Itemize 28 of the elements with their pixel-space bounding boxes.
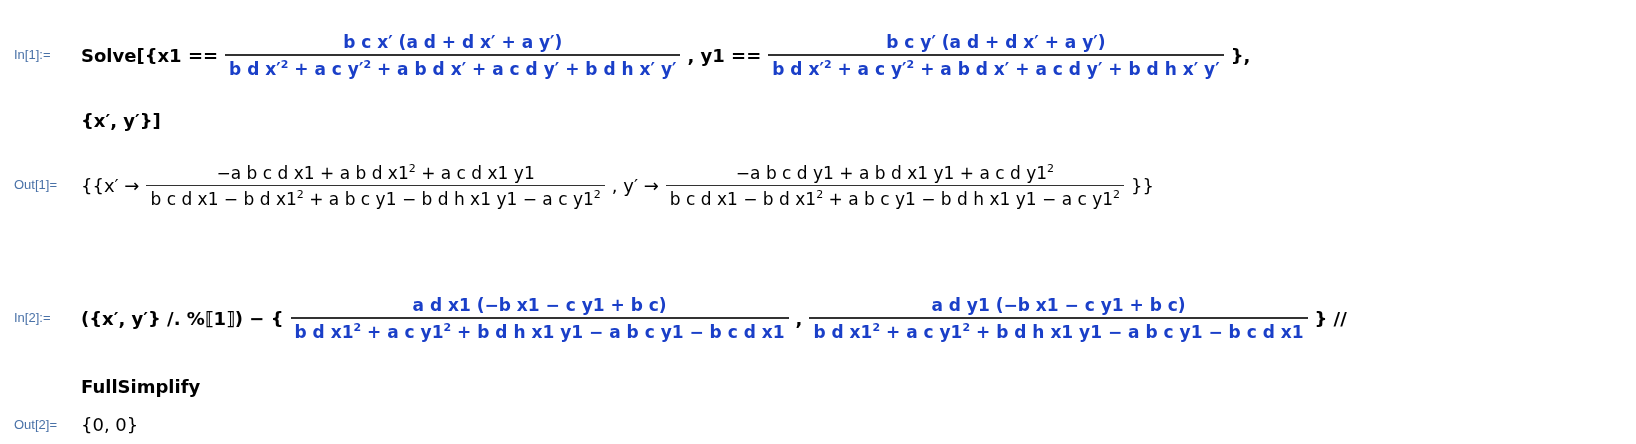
denominator-text: b c d x1 − b d x1$^{2}$ + a b c y1 − b d h x1 y1 − a c y1$^{2}$ xyxy=(668,187,1122,211)
output-code: {{x′ → xyxy=(80,174,141,196)
input-code: {x′, y′}] xyxy=(80,110,162,131)
numerator-text: b c y′ (a d + d x′ + a y′) xyxy=(885,31,1107,54)
output-prompt: Out[2]= xyxy=(14,416,57,432)
input-prompt: In[2]:= xyxy=(14,310,51,326)
input-code: Solve[{x1 == xyxy=(80,44,220,66)
denominator-text: b d x1$^{2}$ + a c y1$^{2}$ + b d h x1 y1 − a b c y1 − b c d x1 xyxy=(293,319,786,344)
denominator-text: b d x′$^{2}$ + a c y′$^{2}$ + a b d x′ + a c d y′ + b d h x′ y′ xyxy=(771,56,1221,81)
numerator-text: a d y1 (−b x1 − c y1 + b c) xyxy=(930,294,1187,317)
numerator-text: −a b c d x1 + a b d x1$^{2}$ + a c d x1 y1 xyxy=(215,161,536,185)
input-code: , xyxy=(794,307,804,329)
denominator-text: b d x′$^{2}$ + a c y′$^{2}$ + a b d x′ + a c d y′ + b d h x′ y′ xyxy=(228,56,678,81)
output-code: {0, 0} xyxy=(80,414,140,435)
input-code: }, xyxy=(1229,44,1252,66)
denominator-text: b d x1$^{2}$ + a c y1$^{2}$ + b d h x1 y1 − a b c y1 − b c d x1 xyxy=(812,319,1305,344)
output-code: }} xyxy=(1130,174,1155,196)
numerator-text: a d x1 (−b x1 − c y1 + b c) xyxy=(411,294,668,317)
denominator-text: b c d x1 − b d x1$^{2}$ + a b c y1 − b d h x1 y1 − a c y1$^{2}$ xyxy=(149,187,602,211)
input-prompt: In[1]:= xyxy=(14,47,51,63)
output-prompt: Out[1]= xyxy=(14,177,57,193)
input-code: ({x′, y′} /. %⟦1⟧) − { xyxy=(80,307,285,329)
input-code: , y1 == xyxy=(686,44,763,66)
input-code: } // xyxy=(1313,307,1348,329)
input-code: FullSimplify xyxy=(80,376,202,397)
numerator-text: b c x′ (a d + d x′ + a y′) xyxy=(342,31,564,54)
output-code: , y′ → xyxy=(610,174,660,196)
numerator-text: −a b c d y1 + a b d x1 y1 + a c d y1$^{2}$ xyxy=(734,161,1056,185)
